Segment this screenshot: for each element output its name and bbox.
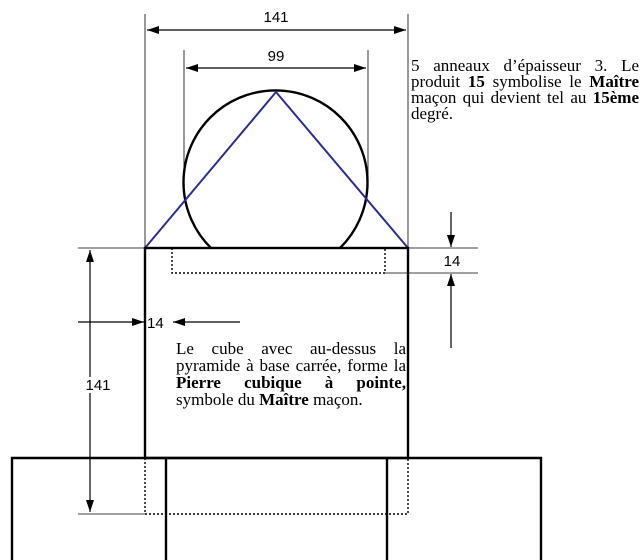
note-rings: 5 anneaux d’épaisseur 3. Le produit 15 s…	[411, 56, 640, 123]
note-rings-text-2: symbolise le	[484, 72, 590, 91]
note-cube-bold-1: Pierre cubique à pointe,	[176, 373, 406, 392]
note-cube-text-1: Le cube avec au-dessus la pyramide à bas…	[176, 339, 406, 375]
note-rings-text-3: maçon qui devient tel au	[411, 88, 593, 107]
note-rings-text-1: 5 anneaux d’épaisseur 3. Le produit	[411, 56, 639, 91]
note-cube-bold-2: Maître	[259, 390, 309, 409]
note-rings-text-4: degré.	[411, 104, 454, 123]
note-cube: Le cube avec au-dessus la pyramide à bas…	[176, 340, 406, 408]
note-rings-bold-2: Maître	[589, 72, 640, 91]
inner-dotted-outline	[171, 248, 386, 274]
dimension-label-cube-height: 141	[85, 377, 110, 394]
note-rings-bold-1: 15	[467, 72, 485, 91]
pyramid-shape	[144, 90, 409, 249]
dimension-label-ring-left: 14	[147, 315, 164, 332]
dimension-label-ring-right: 14	[444, 253, 461, 270]
lower-dotted-outline	[144, 458, 409, 515]
note-cube-text-2: symbole du	[176, 390, 260, 409]
note-rings-bold-3: 15ème	[592, 88, 639, 107]
base-rectangle	[10, 456, 543, 560]
dimension-label-circle: 99	[268, 48, 285, 65]
circle-shape	[182, 89, 369, 249]
dimension-label-outer-width: 141	[263, 9, 288, 26]
note-cube-text-3: maçon.	[308, 390, 363, 409]
